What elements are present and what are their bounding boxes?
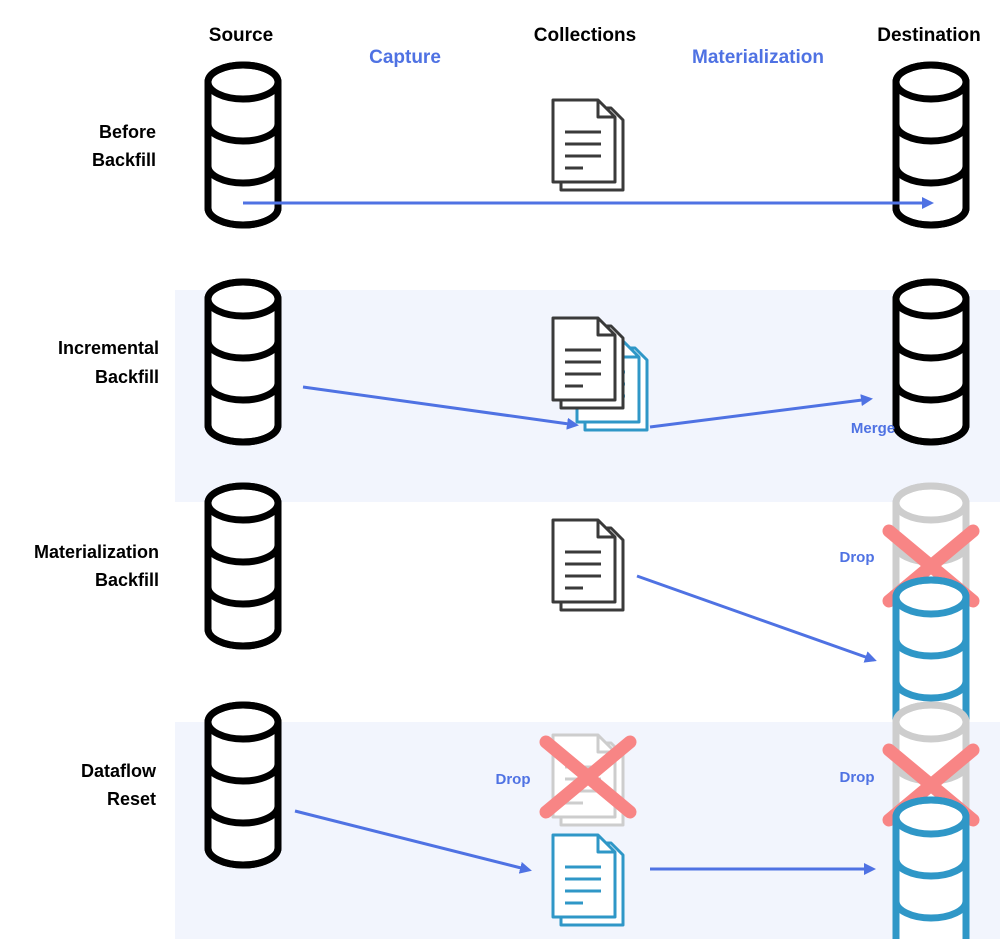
- source-database-icon: [208, 705, 278, 865]
- row-label-dataflow-reset-line2: Reset: [107, 789, 156, 809]
- new-destination-database-icon: [896, 800, 966, 939]
- row-label-incremental-backfill-line2: Backfill: [95, 367, 159, 387]
- destination-database-icon: [896, 282, 966, 442]
- row-label-before-backfill-line2: Backfill: [92, 150, 156, 170]
- collection-document-icon: [551, 98, 625, 192]
- flow-arrow-materialization: [636, 574, 877, 663]
- flow-arrow-capture: [302, 385, 579, 430]
- column-header-source: Source: [209, 25, 273, 46]
- row-label-materialization-backfill-line1: Materialization: [34, 542, 159, 562]
- source-database-icon: [208, 486, 278, 646]
- stage-header-capture: Capture: [369, 47, 441, 68]
- collection-document-icon: [551, 518, 625, 612]
- collection-document-icon: [551, 316, 625, 410]
- column-header-destination: Destination: [877, 25, 980, 46]
- column-header-collections: Collections: [534, 25, 636, 46]
- source-database-icon: [208, 282, 278, 442]
- stage-header-materialization: Materialization: [692, 47, 824, 68]
- row-label-before-backfill-line1: Before: [99, 122, 156, 142]
- destination-database-icon: [896, 65, 966, 225]
- new-collection-document-icon: [551, 833, 625, 927]
- drop-label: Drop: [840, 549, 875, 566]
- flow-arrow-materialization: [649, 394, 873, 429]
- row-label-incremental-backfill-line1: Incremental: [58, 338, 159, 358]
- drop-label: Drop: [840, 769, 875, 786]
- row-label-dataflow-reset-line1: Dataflow: [81, 761, 157, 781]
- drop-label: Drop: [496, 771, 531, 788]
- row-label-materialization-backfill-line2: Backfill: [95, 570, 159, 590]
- source-database-icon: [208, 65, 278, 225]
- flow-arrow-capture: [294, 809, 532, 874]
- merge-label: Merge: [851, 420, 895, 437]
